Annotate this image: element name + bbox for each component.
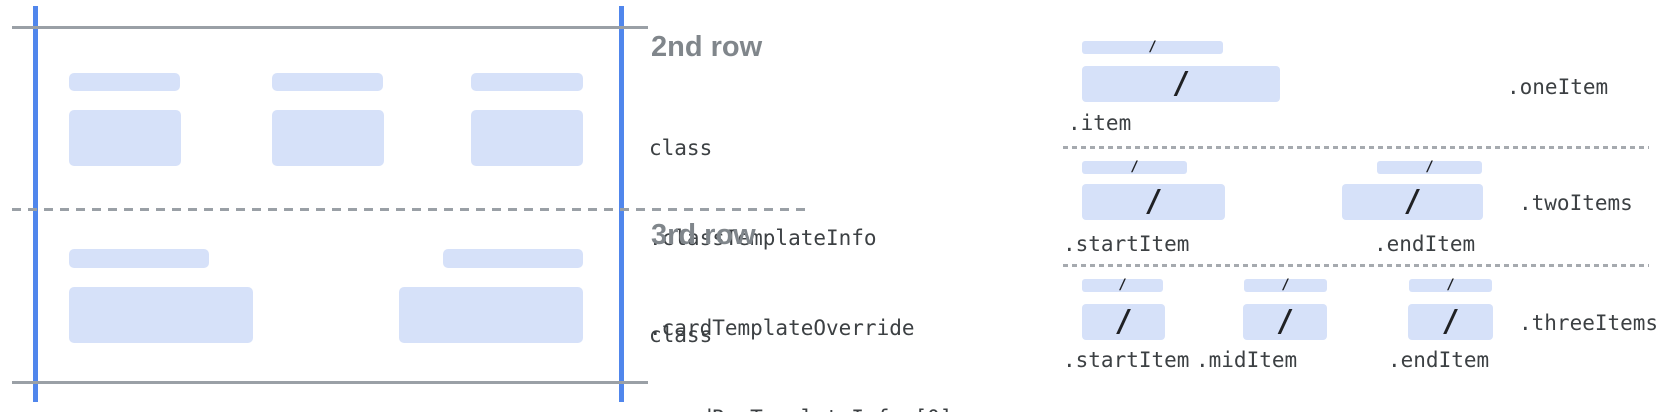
one-item-name-label: .oneItem: [1507, 75, 1609, 99]
row3-end-value-block: [399, 287, 583, 343]
slash-glyph: /: [1130, 159, 1139, 175]
end-item-label: .endItem: [1374, 232, 1476, 256]
code-line: class: [649, 323, 713, 347]
third-row-code-path: class .classTemplateInfo .cardTemplateOv…: [649, 260, 952, 412]
legend-separator-1: [1063, 146, 1649, 149]
card-top-rule: [12, 26, 648, 29]
row3-start-value-block: [69, 287, 253, 343]
two-items-start-label-bar: /: [1082, 159, 1187, 175]
code-line: .cardTemplateOverride: [649, 316, 915, 340]
row2-col3-value-block: [471, 110, 583, 166]
three-items-end-value-bar: /: [1408, 304, 1493, 340]
code-line: .cardRowTemplateInfos[0]: [649, 403, 952, 412]
card-left-guide-line: [33, 6, 38, 402]
card-right-guide-line: [619, 6, 624, 402]
slash-glyph: /: [1118, 277, 1127, 293]
three-items-end-label-bar: /: [1409, 277, 1492, 293]
three-items-mid-value-bar: /: [1243, 304, 1327, 340]
slash-glyph: /: [1425, 159, 1434, 175]
slash-glyph: /: [1275, 304, 1295, 339]
row-divider-dashed-line: [12, 208, 806, 211]
three-items-mid-label-bar: /: [1244, 277, 1327, 293]
start-item-label: .startItem: [1063, 348, 1190, 372]
row2-col1-label-block: [69, 73, 180, 91]
row2-col1-value-block: [69, 110, 181, 166]
three-items-name-label: .threeItems: [1519, 311, 1659, 335]
slash-glyph: /: [1446, 277, 1455, 293]
code-line: .classTemplateInfo: [649, 226, 877, 250]
slash-glyph: /: [1441, 304, 1460, 339]
end-item-label: .endItem: [1388, 348, 1490, 372]
two-items-start-value-bar: /: [1082, 184, 1225, 220]
start-item-label: .startItem: [1063, 232, 1190, 256]
two-items-end-label-bar: /: [1377, 159, 1482, 175]
mid-item-label: .midItem: [1196, 348, 1298, 372]
two-items-name-label: .twoItems: [1519, 191, 1633, 215]
legend-separator-2: [1063, 264, 1649, 267]
slash-glyph: /: [1148, 39, 1157, 55]
row2-col2-value-block: [272, 110, 384, 166]
slash-glyph: /: [1281, 277, 1290, 293]
three-items-start-value-bar: /: [1082, 304, 1165, 340]
slash-glyph: /: [1403, 184, 1422, 219]
three-items-start-label-bar: /: [1082, 277, 1163, 293]
second-row-title: 2nd row: [651, 31, 763, 63]
item-label: .item: [1068, 111, 1132, 135]
one-item-value-bar: /: [1082, 66, 1280, 102]
row2-col3-label-block: [471, 73, 583, 91]
code-line: class: [649, 136, 713, 160]
card-bottom-rule: [12, 381, 648, 384]
row2-col2-label-block: [272, 73, 383, 91]
one-item-label-bar: /: [1082, 39, 1223, 55]
row3-end-label-block: [443, 249, 583, 268]
slash-glyph: /: [1171, 66, 1191, 101]
second-row-code-path: class .classTemplateInfo .cardTemplateOv…: [649, 73, 952, 412]
third-row-title: 3rd row: [651, 219, 756, 251]
slash-glyph: /: [1144, 184, 1163, 219]
slash-glyph: /: [1114, 304, 1133, 339]
row3-start-label-block: [69, 249, 209, 268]
two-items-end-value-bar: /: [1342, 184, 1483, 220]
